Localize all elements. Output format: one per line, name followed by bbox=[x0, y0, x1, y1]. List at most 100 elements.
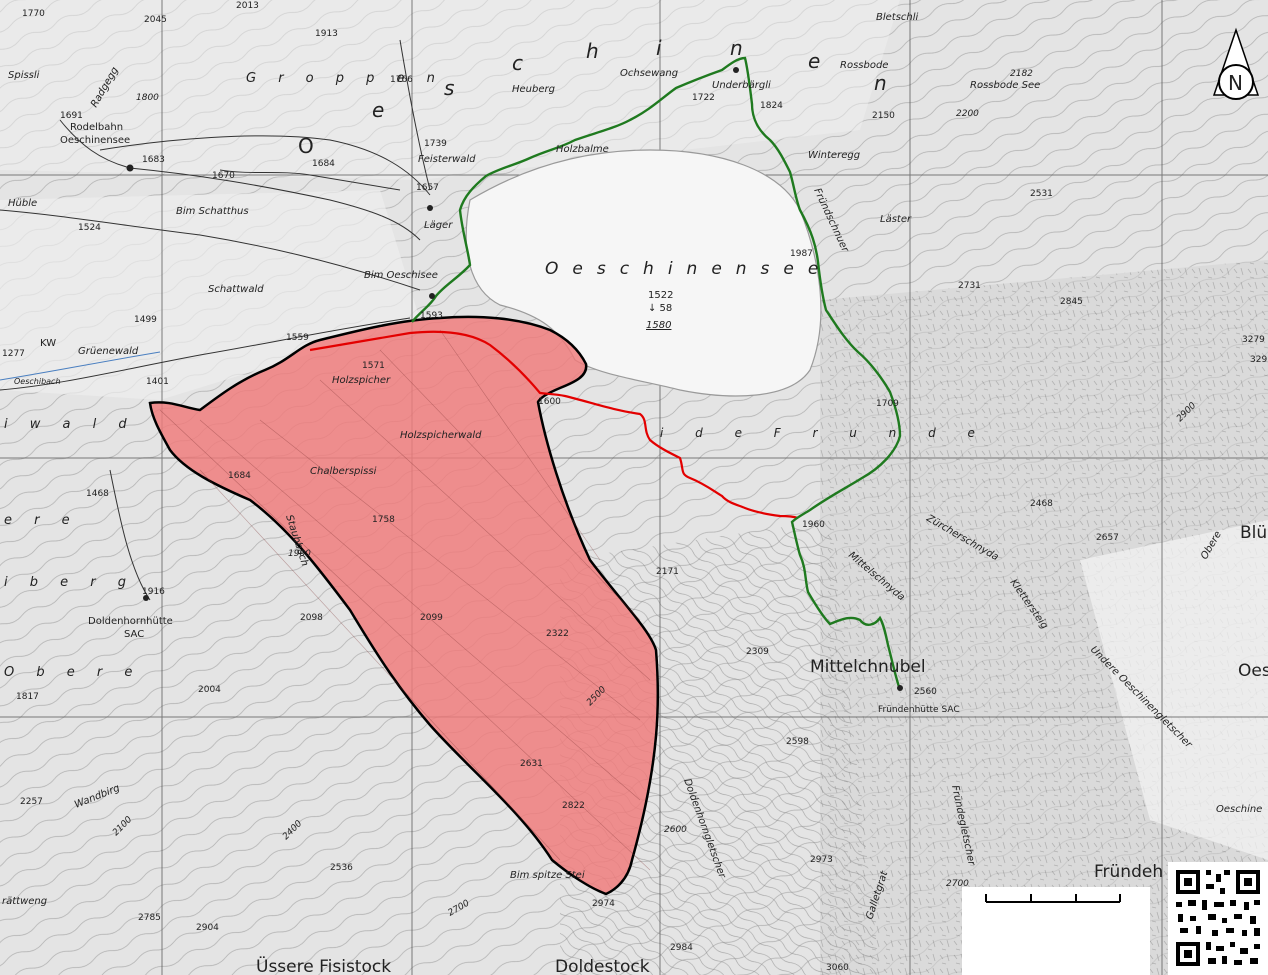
elevation-label: 2536 bbox=[330, 863, 353, 873]
elevation-label: 2322 bbox=[546, 629, 569, 639]
elevation-label: 2150 bbox=[872, 111, 895, 121]
place-label: Bletschli bbox=[876, 12, 919, 23]
elevation-label: 2098 bbox=[300, 613, 323, 623]
elevation-label: 3279 bbox=[1242, 335, 1265, 345]
place-label: Rossbode See bbox=[970, 80, 1040, 91]
place-label: Oeschibach bbox=[14, 377, 61, 386]
place-label: Bim Oeschisee bbox=[364, 270, 438, 281]
place-label: i d e F r u n d e bbox=[660, 426, 989, 440]
elevation-label: 1916 bbox=[142, 587, 165, 597]
region-letter: c bbox=[512, 51, 523, 75]
place-label: Grüenewald bbox=[78, 346, 139, 357]
peak-label: Mittelchnubel bbox=[810, 657, 926, 677]
elevation-label: 2004 bbox=[198, 685, 221, 695]
meadow-upper bbox=[0, 0, 900, 180]
elevation-label: 1770 bbox=[22, 9, 45, 19]
peak-label: Fründeh bbox=[1094, 862, 1163, 882]
region-letter: i bbox=[656, 36, 662, 60]
scale-bar bbox=[985, 894, 1121, 903]
route-green[interactable] bbox=[411, 56, 902, 691]
elevation-label: 2631 bbox=[520, 759, 543, 769]
elevation-label: 1524 bbox=[78, 223, 101, 233]
elevation-label: 1987 bbox=[790, 249, 813, 259]
elevation-label: 1817 bbox=[16, 692, 39, 702]
region-label: G r o p p e n bbox=[246, 71, 444, 86]
elevation-label: 2309 bbox=[746, 647, 769, 657]
place-label: Holzspicher bbox=[332, 375, 391, 386]
elevation-label: 1766 bbox=[390, 75, 413, 85]
marker-frundenhutte bbox=[897, 685, 903, 691]
elevation-label: 329 bbox=[1250, 355, 1267, 365]
elevation-label: 2984 bbox=[670, 943, 693, 953]
place-label: Bim spitze Stei bbox=[510, 870, 585, 881]
place-label: Schattwald bbox=[208, 284, 264, 295]
elevation-label: 1277 bbox=[2, 349, 25, 359]
elevation-label: 1684 bbox=[228, 471, 251, 481]
lake-depth: ↓ 58 bbox=[648, 303, 672, 314]
elevation-label: 1900 bbox=[288, 549, 311, 559]
place-label: Winteregg bbox=[808, 150, 860, 161]
elevation-label: 1960 bbox=[802, 520, 825, 530]
route-red[interactable] bbox=[309, 330, 799, 520]
region-letter: s bbox=[444, 76, 454, 100]
elevation-label: 1739 bbox=[424, 139, 447, 149]
place-label: Feisterwald bbox=[418, 154, 476, 165]
region-letter: O bbox=[298, 134, 314, 158]
peak-label: Üssere Fisistock bbox=[256, 955, 391, 975]
north-arrow-circle bbox=[1218, 64, 1254, 100]
elevation-label: 1758 bbox=[372, 515, 395, 525]
elevation-label: 1468 bbox=[86, 489, 109, 499]
lake-level: 1580 bbox=[646, 320, 671, 331]
place-label: Doldenhornhütte bbox=[88, 616, 173, 627]
region-label: i w a l d bbox=[4, 417, 136, 432]
place-label: KW bbox=[40, 338, 56, 349]
elevation-label: 2257 bbox=[20, 797, 43, 807]
elevation-label: 2013 bbox=[236, 1, 259, 11]
place-label: Hüble bbox=[8, 198, 37, 209]
elevation-label: 2182 bbox=[1010, 69, 1033, 79]
elevation-label: 1670 bbox=[212, 171, 235, 181]
region-letter: e bbox=[372, 98, 384, 122]
peak-label: Doldestock bbox=[555, 957, 650, 975]
elevation-label: 1593 bbox=[420, 311, 443, 321]
region-letter: n bbox=[730, 36, 743, 60]
lake-oeschinensee[interactable] bbox=[465, 149, 822, 397]
elevation-label: 1657 bbox=[416, 183, 439, 193]
place-label: SAC bbox=[124, 629, 144, 640]
peak-label: Oes bbox=[1238, 661, 1268, 681]
elevation-label: 1401 bbox=[146, 377, 169, 387]
lake-elevation: 1522 bbox=[648, 290, 673, 301]
elevation-label: 2531 bbox=[1030, 189, 1053, 199]
elevation-label: 1600 bbox=[538, 397, 561, 407]
north-arrow: N bbox=[1212, 27, 1260, 100]
road-network bbox=[0, 39, 431, 601]
elevation-label: 2171 bbox=[656, 567, 679, 577]
place-label: Fründenhütte SAC bbox=[878, 705, 960, 715]
place-label: Underbärgli bbox=[712, 80, 771, 91]
elevation-label: 2974 bbox=[592, 899, 615, 909]
marker-rodelbahn bbox=[126, 164, 134, 172]
elevation-label: 1709 bbox=[876, 399, 899, 409]
elevation-label: 2560 bbox=[914, 687, 937, 697]
elevation-label: 2700 bbox=[946, 879, 969, 889]
elevation-label: 1800 bbox=[136, 93, 159, 103]
region-letter: h bbox=[586, 39, 599, 63]
peak-label: Blü bbox=[1240, 523, 1267, 543]
north-arrow-letter: N bbox=[1228, 71, 1243, 95]
qr-code-icon[interactable] bbox=[1168, 862, 1268, 975]
elevation-label: 2845 bbox=[1060, 297, 1083, 307]
hazard-zone-contours bbox=[159, 329, 651, 871]
region-label: O b e r e bbox=[4, 665, 141, 680]
marker-underbargli bbox=[733, 67, 739, 73]
hazard-zone-polygon[interactable] bbox=[148, 315, 660, 896]
elevation-label: 2657 bbox=[1096, 533, 1119, 543]
place-label: Läster bbox=[880, 214, 912, 225]
elevation-label: 1691 bbox=[60, 111, 83, 121]
place-label: Oeschine bbox=[1216, 804, 1262, 815]
region-label: i b e r g bbox=[4, 575, 135, 590]
elevation-label: 2045 bbox=[144, 15, 167, 25]
scale-bar-box bbox=[962, 887, 1150, 975]
